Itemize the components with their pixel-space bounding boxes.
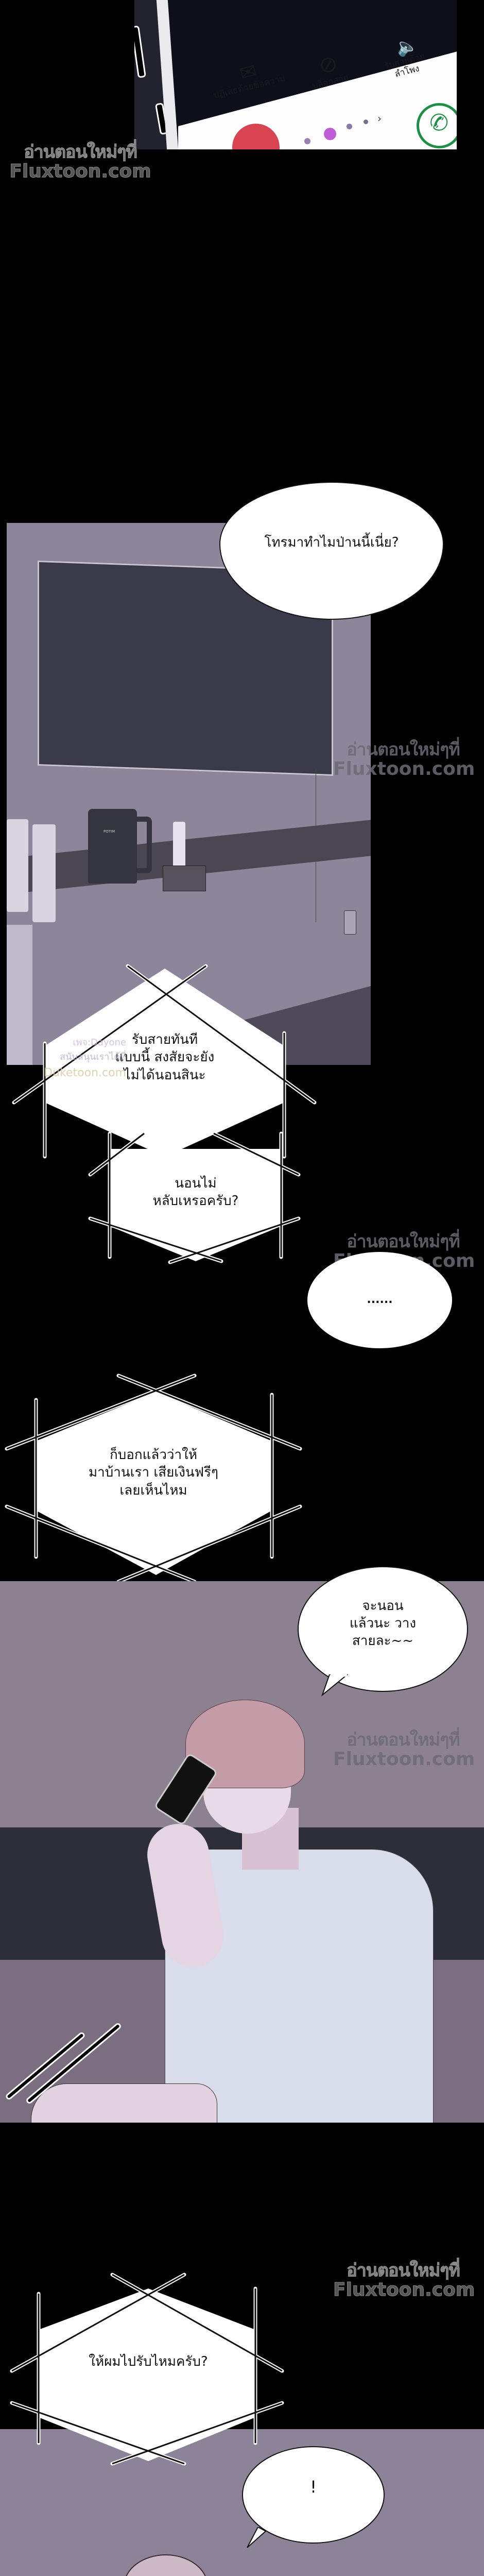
air-purifier — [7, 925, 32, 1065]
dialogue-text: ! — [310, 2477, 317, 2497]
kettle-handle — [130, 817, 152, 873]
vibration-mark — [134, 25, 146, 78]
spiky-bubble-frame — [12, 964, 317, 1159]
swipe-dot — [304, 138, 310, 144]
translator-site: Duketoon.com — [44, 1066, 126, 1079]
incoming-call-panel: ✉ ปฏิเสธด้วยข้อความ ⊘ บล็อกสาย 🔈 รับสายด… — [134, 0, 457, 149]
watermark-line1: อ่านตอนใหม่ๆที่ — [347, 739, 460, 760]
character-on-phone-panel — [0, 1581, 484, 2123]
speech-bubble: โทรมาทำไมป่านนี้เนี่ย? — [219, 482, 444, 620]
translator-watermark: เพจ:Dayone สนับสนุนเราได้ที่ Duketoon.co… — [28, 1036, 126, 1082]
translator-page: เพจ:Dayone — [73, 1037, 126, 1048]
speech-bubble: จะนอน แล้วนะ วาง สายละ~~ — [298, 1566, 468, 1692]
translator-support: สนับสนุนเราได้ที่ — [60, 1051, 126, 1062]
spiky-bubble-frame — [5, 1374, 302, 1584]
swipe-dot — [347, 124, 352, 129]
character-head — [124, 2554, 208, 2576]
reaction-panel — [0, 2429, 484, 2576]
dialogue-text: โทรมาทำไมป่านนี้เนี่ย? — [264, 535, 399, 550]
dialogue-text: ก็บอกแล้วว่าให้ มาบ้านเรา เสียเงินฟรีๆ เ… — [88, 1447, 218, 1498]
watermark-line1: อ่านตอนใหม่ๆที่ — [347, 1231, 460, 1252]
character-leg — [31, 2083, 217, 2123]
watermark-line2: Fluxtoon.com — [333, 1748, 475, 1770]
dialogue-text: ให้ผมไปรับไหมครับ? — [89, 2354, 208, 2369]
speech-bubble: ! — [242, 2446, 385, 2544]
spiky-bubble-frame — [10, 2273, 284, 2466]
watermark-line2: Fluxtoon.com — [9, 160, 151, 182]
electric-kettle: POTIM — [88, 809, 137, 884]
dialogue-text: รับสายทันที แบบนี้ สงสัยจะยัง ไม่ได้นอนส… — [115, 1032, 215, 1083]
watermark-line2: Fluxtoon.com — [333, 2279, 475, 2300]
watermark-line1: อ่านตอนใหม่ๆที่ — [347, 2260, 461, 2281]
cup-holder — [163, 866, 206, 891]
bubble-tail — [247, 2527, 267, 2548]
swipe-dot — [364, 120, 368, 124]
phone-voice-bubble: รับสายทันที แบบนี้ สงสัยจะยัง ไม่ได้นอนส… — [10, 961, 319, 1159]
toiletry-bottle — [7, 819, 28, 912]
spiky-bubble-frame — [88, 1131, 301, 1264]
site-watermark: อ่านตอนใหม่ๆที่ Fluxtoon.com — [333, 1730, 475, 1770]
phone-voice-bubble: ให้ผมไปรับไหมครับ? — [9, 2273, 287, 2466]
swipe-chevron-icon: › — [377, 112, 382, 125]
phone-voice-bubble: นอนไม่ หลับเหรอครับ? — [88, 1131, 304, 1273]
phone-voice-bubble: ก็บอกแล้วว่าให้ มาบ้านเรา เสียเงินฟรีๆ เ… — [4, 1371, 303, 1585]
site-watermark: อ่านตอนใหม่ๆที่ Fluxtoon.com — [333, 739, 475, 779]
kettle-brand: POTIM — [103, 829, 115, 834]
watermark-line1: อ่านตอนใหม่ๆที่ — [24, 142, 138, 162]
toiletry-bottle — [32, 824, 56, 922]
site-watermark: อ่านตอนใหม่ๆที่ Fluxtoon.com — [9, 143, 151, 181]
dialogue-text: จะนอน แล้วนะ วาง สายละ~~ — [349, 1598, 417, 1649]
phone-icon: ✆ — [427, 108, 451, 138]
answer-call-button[interactable]: ✆ — [417, 103, 457, 148]
bubble-tail — [321, 1674, 349, 1697]
site-watermark: อ่านตอนใหม่ๆที่ Fluxtoon.com — [333, 2260, 475, 2300]
dialogue-text: ...... — [367, 1293, 393, 1307]
swipe-dot — [324, 128, 336, 140]
dialogue-text: นอนไม่ หลับเหรอครับ? — [152, 1176, 239, 1209]
watermark-line1: อ่านตอนใหม่ๆที่ — [347, 1730, 460, 1750]
speech-bubble: ...... — [307, 1252, 452, 1348]
watermark-line2: Fluxtoon.com — [333, 758, 475, 779]
wall-outlet — [344, 910, 356, 935]
